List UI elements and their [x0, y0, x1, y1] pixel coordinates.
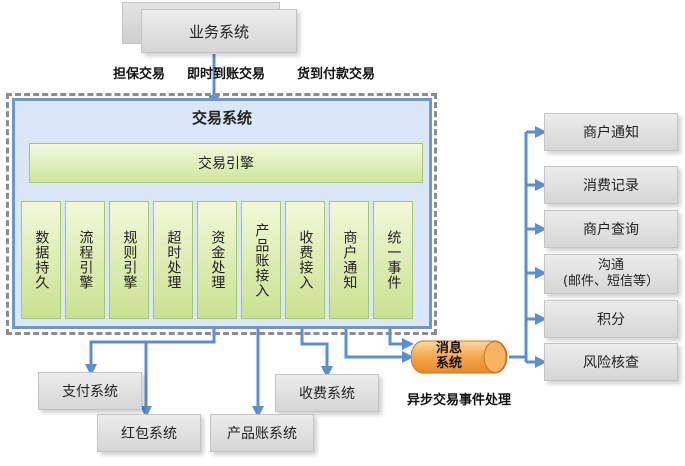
- message-queue-label-line1: 消息: [435, 341, 462, 357]
- consumer-label: 沟通: [597, 257, 624, 273]
- message-queue-label-line2: 系统: [435, 356, 462, 371]
- module-label: 流程引擎: [77, 230, 94, 290]
- trade-type-instant: 即时到账交易: [187, 67, 266, 82]
- redpacket-system-label: 红包系统: [121, 426, 177, 442]
- consumer-merchant-query: 商户查询: [544, 210, 678, 248]
- consumer-label: 消费记录: [583, 178, 639, 194]
- trade-engine: 交易引擎: [29, 143, 423, 183]
- message-queue-label: 消息 系统: [411, 340, 487, 374]
- pay-system-box: 支付系统: [38, 372, 142, 410]
- consumer-points: 积分: [544, 300, 678, 338]
- trade-system-title: 交易系统: [191, 109, 252, 127]
- module-fee-access: 收费接入: [285, 201, 325, 319]
- module-fund-handling: 资金处理: [197, 201, 237, 319]
- consumer-communication: 沟通 (邮件、短信等）: [544, 254, 678, 294]
- module-timeout-handling: 超时处理: [153, 201, 193, 319]
- product-account-system-label: 产品账系统: [227, 426, 297, 442]
- pay-system-label: 支付系统: [62, 384, 118, 400]
- trade-type-cod: 货到付款交易: [297, 67, 376, 82]
- module-label: 商户通知: [341, 230, 358, 290]
- consumer-label: 风险核查: [583, 355, 639, 371]
- consumer-sublabel: (邮件、短信等）: [562, 274, 660, 289]
- arrow-merchant-to-mq: [344, 316, 414, 363]
- arrow-fund-to-redpacket: [140, 340, 214, 418]
- consumer-label: 积分: [597, 312, 625, 328]
- message-queue: 消息 系统: [411, 340, 509, 374]
- trade-system: 交易系统 交易引擎 数据持久 流程引擎 规则引擎 超时处理 资金处理 产品账接入…: [12, 98, 432, 329]
- module-rule-engine: 规则引擎: [109, 201, 149, 319]
- consumer-merchant-notify: 商户通知: [544, 113, 678, 151]
- module-unified-event: 统一事件: [373, 201, 413, 319]
- business-system-label: 业务系统: [188, 22, 249, 41]
- module-merchant-notify: 商户通知: [329, 201, 369, 319]
- module-label: 数据持久: [33, 230, 50, 290]
- trade-type-guarantee: 担保交易: [113, 67, 166, 82]
- consumer-risk-check: 风险核查: [544, 343, 678, 381]
- async-event-caption: 异步交易事件处理: [407, 393, 512, 408]
- module-label: 统一事件: [385, 230, 402, 290]
- module-label: 超时处理: [165, 230, 182, 290]
- consumer-label: 商户通知: [583, 125, 639, 141]
- module-label: 产品账接入: [253, 222, 270, 298]
- product-account-system-box: 产品账系统: [210, 414, 314, 452]
- module-label: 收费接入: [297, 230, 314, 290]
- fee-system-label: 收费系统: [299, 386, 355, 402]
- trade-engine-label: 交易引擎: [198, 156, 254, 172]
- redpacket-system-box: 红包系统: [97, 414, 201, 452]
- consumer-consumption-record: 消费记录: [544, 166, 678, 204]
- business-system-box: 业务系统: [141, 9, 297, 53]
- module-label: 资金处理: [209, 230, 226, 290]
- trade-system-dashed-frame: [6, 93, 437, 335]
- consumer-label: 商户查询: [583, 222, 639, 238]
- module-product-account-access: 产品账接入: [241, 201, 281, 319]
- module-label: 规则引擎: [121, 230, 138, 290]
- module-process-engine: 流程引擎: [65, 201, 105, 319]
- message-queue-cylinder: [411, 340, 508, 374]
- arrow-fee-to-fee-system: [300, 316, 333, 378]
- module-data-persistence: 数据持久: [21, 201, 61, 319]
- fee-system-box: 收费系统: [275, 374, 379, 412]
